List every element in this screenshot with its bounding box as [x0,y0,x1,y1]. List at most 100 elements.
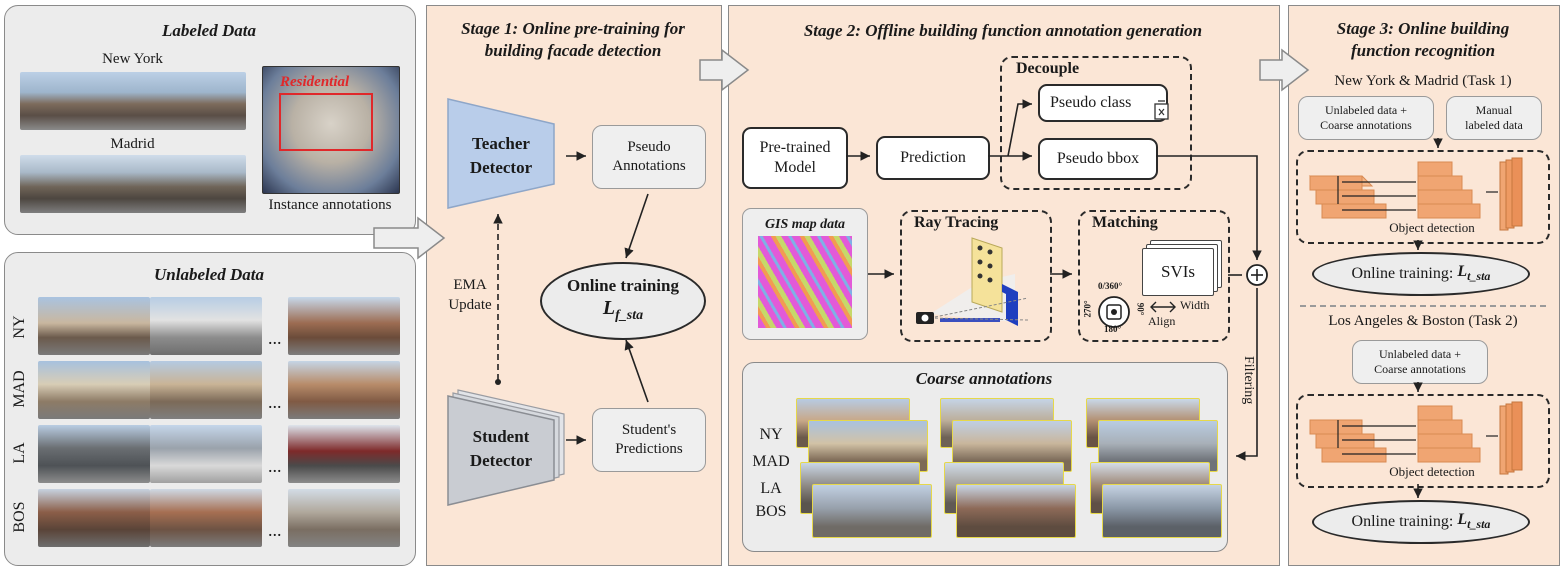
task1-detector-group [1296,150,1550,244]
ray-tracing-illustration [916,237,1029,326]
teacher-detector-label-2: Detector [469,158,533,177]
labeled-data-title: Labeled Data [162,21,256,40]
unlabeled-ny-ellipsis: ... [268,328,282,348]
task2-online-training-label: Online training: [1351,513,1454,530]
task2-object-detection-label: Object detection [1389,464,1475,479]
task-divider [1300,305,1546,307]
unlabeled-data-title: Unlabeled Data [153,265,265,284]
stage2-title: Stage 2: Offline building function annot… [803,21,1203,40]
unlabeled-mad-panorama-3 [288,361,400,419]
ema-update-line1: EMA [453,277,487,293]
task2-unlabeled-line2: Coarse annotations [1374,362,1466,376]
unlabeled-bos-panorama-2 [150,489,262,547]
task1-label: New York & Madrid (Task 1) [1334,73,1512,89]
coarse-image-1d [812,484,932,538]
task2-label: Los Angeles & Boston (Task 2) [1328,313,1518,329]
stage1-title-line1: Stage 1: Online pre-training for [461,19,685,38]
online-training-label: Online training [567,276,679,295]
ema-update-line2: Update [448,297,492,313]
task2-loss-t-sta-main: L [1457,510,1468,528]
unlabeled-la-panorama-1 [38,425,150,483]
unlabeled-ny-panorama-3 [288,297,400,355]
teacher-detector-label-1: Teacher [472,134,530,153]
instance-annotation-image [262,66,400,194]
task1-unlabeled-line2: Coarse annotations [1320,118,1412,132]
coarse-row-label-ny: NY [759,426,783,443]
gis-map-image [758,236,852,328]
prediction-box: Prediction [876,136,990,180]
loss-f-sta-main: L [602,297,616,319]
task2-unlabeled-line1: Unlabeled data + [1378,347,1462,361]
stage1-title-line2: building facade detection [484,41,662,60]
residential-bbox [279,93,373,151]
task2-loss-t-sta-sub: t_sta [1467,517,1491,532]
ray-tracing-group [900,210,1052,342]
students-predictions-line2: Predictions [615,441,683,457]
city-new-york-label: New York [102,51,163,67]
decouple-group [1000,56,1192,190]
student-detector-label-1: Student [472,427,530,446]
task2-online-training-oval: Online training: Lt_sta [1312,500,1530,544]
degree-bottom: 180° [1104,324,1122,334]
pseudo-annotations-line2: Annotations [612,158,686,174]
decouple-label: Decouple [1016,60,1080,77]
loss-f-sta: Lf_sta [603,297,643,327]
loss-f-sta-sub: f_sta [615,308,644,323]
pseudo-bbox-box: Pseudo bbox [1038,138,1158,180]
students-predictions-line1: Student's [621,422,677,438]
degree-top: 0/360° [1098,281,1123,291]
unlabeled-bos-ellipsis: ... [268,520,282,540]
stage3-title-line2: function recognition [1350,41,1496,60]
pseudo-annotations-box: Pseudo Annotations [592,125,706,189]
pretrained-model-line1: Pre-trained [759,139,831,156]
matching-group [1078,210,1230,342]
unlabeled-mad-ellipsis: ... [268,392,282,412]
madrid-panorama [20,155,246,213]
pseudo-class-label: Pseudo class [1050,94,1132,111]
task1-unlabeled-line1: Unlabeled data + [1324,103,1408,117]
width-label: Width [1180,298,1210,312]
pretrained-model-line2: Model [774,159,816,176]
task1-manual-box: Manual labeled data [1446,96,1542,140]
double-arrow-icon [1150,301,1176,313]
unlabeled-ny-panorama-1 [38,297,150,355]
compass-icon [1098,296,1130,328]
unlabeled-bos-panorama-1 [38,489,150,547]
class-icon [1154,100,1169,120]
task1-feature-pyramid [1308,157,1523,231]
stage3-title-line1: Stage 3: Online building [1336,19,1510,38]
unlabeled-la-ellipsis: ... [268,456,282,476]
task1-unlabeled-box: Unlabeled data + Coarse annotations [1298,96,1434,140]
svis-box: SVIs [1142,248,1214,296]
plus-circle-icon [1246,264,1268,286]
unlabeled-bos-panorama-3 [288,489,400,547]
coarse-row-label-la: LA [760,480,782,497]
unlabeled-mad-panorama-1 [38,361,150,419]
city-madrid-label: Madrid [110,136,155,152]
pseudo-annotations-line1: Pseudo [627,139,671,155]
pretrained-model-box: Pre-trained Model [742,127,848,189]
task1-manual-line1: Manual [1475,103,1513,117]
student-detector-label-2: Detector [469,451,533,470]
task2-unlabeled-box: Unlabeled data + Coarse annotations [1352,340,1488,384]
unlabeled-mad-panorama-2 [150,361,262,419]
task2-feature-pyramid [1309,401,1523,475]
coarse-annotations-title: Coarse annotations [915,369,1053,388]
gis-map-label: GIS map data [764,217,846,232]
unlabeled-la-panorama-2 [150,425,262,483]
instance-annotations-caption: Instance annotations [268,197,392,213]
coarse-row-label-bos: BOS [755,503,787,520]
new-york-panorama [20,72,246,130]
task1-loss-t-sta: Lt_sta [1457,261,1490,287]
coarse-row-label-mad: MAD [752,453,790,470]
residential-tag: Residential [280,74,350,90]
task2-loss-t-sta: Lt_sta [1457,509,1490,535]
task2-detector-group [1296,394,1550,488]
align-label: Align [1148,314,1176,328]
unlabeled-ny-panorama-2 [150,297,262,355]
online-training-f-sta-oval: Online training Lf_sta [540,262,706,340]
coarse-image-2d [956,484,1076,538]
task1-manual-line2: labeled data [1465,118,1523,132]
